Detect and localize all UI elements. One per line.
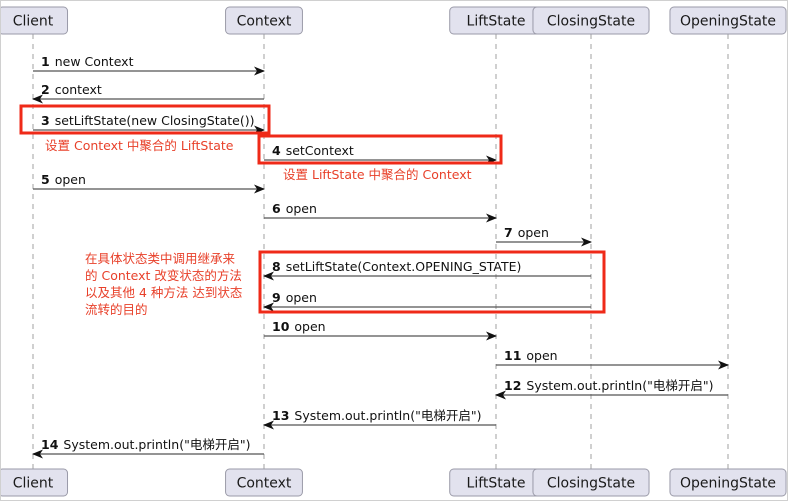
participant-context-bottom[interactable]: Context xyxy=(225,468,303,497)
participant-label: Client xyxy=(13,14,54,30)
participant-label: Client xyxy=(13,476,54,492)
note-set-context: 设置 LiftState 中聚合的 Context xyxy=(283,167,472,182)
participant-context-top[interactable]: Context xyxy=(225,6,303,35)
highlights-layer xyxy=(19,104,606,314)
highlight-msg-8-9 xyxy=(258,250,606,314)
participants-bottom-layer: Client Context LiftState ClosingState Openin… xyxy=(1,468,787,497)
participant-label: ClosingState xyxy=(547,14,635,30)
participant-closingstate-top[interactable]: ClosingState xyxy=(532,6,650,35)
participant-label: ClosingState xyxy=(547,476,635,492)
participant-openingstate-top[interactable]: OpeningState xyxy=(669,6,787,35)
highlight-msg-4 xyxy=(257,134,503,165)
participant-label: OpeningState xyxy=(680,14,776,30)
participants-top-layer: Client Context LiftState ClosingState Openin… xyxy=(1,6,787,35)
participant-liftstate-top[interactable]: LiftState xyxy=(449,6,543,35)
participant-closingstate-bottom[interactable]: ClosingState xyxy=(532,468,650,497)
participant-liftstate-bottom[interactable]: LiftState xyxy=(449,468,543,497)
notes-layer: 设置 Context 中聚合的 LiftState 设置 LiftState 中聚… xyxy=(45,138,472,317)
participant-label: Context xyxy=(237,476,292,492)
participant-client-top[interactable]: Client xyxy=(1,6,69,35)
participant-label: Context xyxy=(237,14,292,30)
participant-label: LiftState xyxy=(467,14,526,30)
participant-openingstate-bottom[interactable]: OpeningState xyxy=(669,468,787,497)
highlight-msg-3 xyxy=(19,104,271,135)
note-set-liftstate: 设置 Context 中聚合的 LiftState xyxy=(45,138,234,153)
participant-client-bottom[interactable]: Client xyxy=(1,468,69,497)
participant-label: LiftState xyxy=(467,476,526,492)
note-state-transition: 在具体状态类中调用继承来的 Context 改变状态的方法以及其他 4 种方法 … xyxy=(85,251,242,317)
participant-label: OpeningState xyxy=(680,476,776,492)
